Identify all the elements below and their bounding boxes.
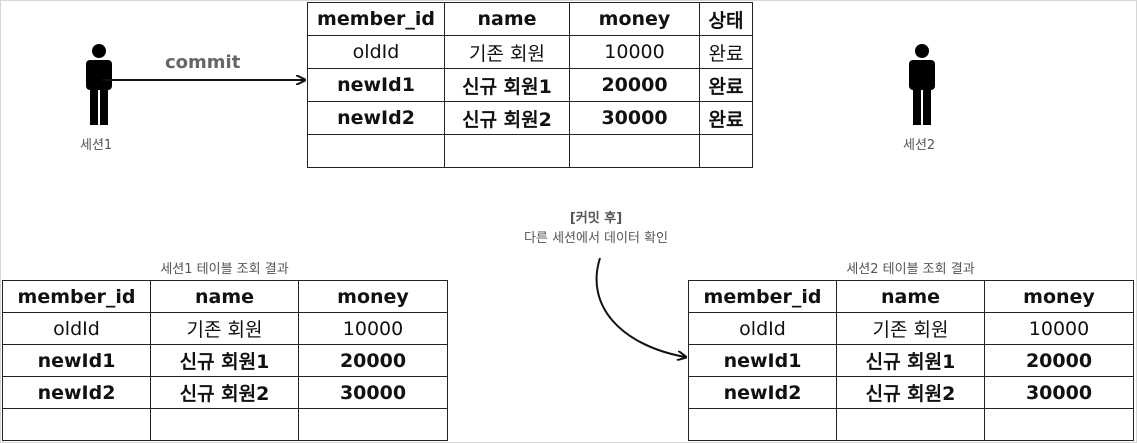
table-cell: 10000 bbox=[298, 312, 448, 345]
column-header: money bbox=[298, 280, 448, 313]
table-cell: 20000 bbox=[984, 344, 1134, 377]
table-cell bbox=[444, 134, 570, 168]
table-cell: newId2 bbox=[688, 376, 837, 409]
table-row: oldId 기존 회원 10000 완료 bbox=[307, 35, 753, 69]
table-cell: 30000 bbox=[984, 376, 1134, 409]
table-cell: 30000 bbox=[569, 101, 700, 135]
table-row bbox=[307, 134, 753, 168]
table-header-row: member_id name money bbox=[2, 280, 448, 313]
table-cell: newId1 bbox=[307, 68, 445, 102]
note-text: 다른 세션에서 데이터 확인 bbox=[524, 231, 668, 246]
table-cell: 기존 회원 bbox=[150, 312, 299, 345]
table-cell: 기존 회원 bbox=[836, 312, 985, 345]
table-row: newId2 신규 회원2 30000 bbox=[688, 376, 1134, 409]
table-cell: 신규 회원2 bbox=[836, 376, 985, 409]
table-cell: 신규 회원1 bbox=[444, 68, 570, 102]
table-cell bbox=[569, 134, 700, 168]
commit-label: commit bbox=[165, 52, 241, 73]
table-row bbox=[688, 408, 1134, 441]
column-header: name bbox=[836, 280, 985, 313]
table-cell bbox=[150, 408, 299, 441]
table-cell bbox=[2, 408, 151, 441]
table-cell: newId2 bbox=[2, 376, 151, 409]
table-row: newId1 신규 회원1 20000 완료 bbox=[307, 68, 753, 102]
column-header: money bbox=[984, 280, 1134, 313]
session2-result-table: member_id name money oldId 기존 회원 10000 n… bbox=[688, 280, 1134, 441]
table-cell bbox=[298, 408, 448, 441]
table-cell bbox=[984, 408, 1134, 441]
table-cell: 기존 회원 bbox=[444, 35, 570, 69]
table-cell: oldId bbox=[688, 312, 837, 345]
session1-result-table: member_id name money oldId 기존 회원 10000 n… bbox=[2, 280, 448, 441]
session1-table-caption: 세션1 테이블 조회 결과 bbox=[160, 262, 289, 277]
table-cell bbox=[836, 408, 985, 441]
table-cell: 신규 회원1 bbox=[836, 344, 985, 377]
table-cell: newId2 bbox=[307, 101, 445, 135]
table-row: newId2 신규 회원2 30000 bbox=[2, 376, 448, 409]
column-header: member_id bbox=[688, 280, 837, 313]
table-header-row: member_id name money bbox=[688, 280, 1134, 313]
table-cell: oldId bbox=[2, 312, 151, 345]
column-header: 상태 bbox=[699, 2, 753, 36]
after-commit-note: [커밋 후] 다른 세션에서 데이터 확인 bbox=[496, 209, 696, 249]
column-header: name bbox=[150, 280, 299, 313]
session1-person-icon bbox=[86, 44, 112, 125]
session2-person-icon bbox=[909, 44, 935, 125]
table-row: newId1 신규 회원1 20000 bbox=[688, 344, 1134, 377]
table-row: oldId 기존 회원 10000 bbox=[688, 312, 1134, 345]
table-cell: 20000 bbox=[569, 68, 700, 102]
table-row: oldId 기존 회원 10000 bbox=[2, 312, 448, 345]
table-header-row: member_id name money 상태 bbox=[307, 2, 753, 36]
table-cell bbox=[307, 134, 445, 168]
session1-label: 세션1 bbox=[80, 138, 113, 153]
note-title: [커밋 후] bbox=[569, 211, 623, 226]
table-cell: 완료 bbox=[699, 35, 753, 69]
table-cell: 20000 bbox=[298, 344, 448, 377]
table-cell: 신규 회원1 bbox=[150, 344, 299, 377]
table-cell: 10000 bbox=[984, 312, 1134, 345]
session2-label: 세션2 bbox=[903, 138, 936, 153]
table-cell: 30000 bbox=[298, 376, 448, 409]
table-cell bbox=[688, 408, 837, 441]
table-cell: 신규 회원2 bbox=[444, 101, 570, 135]
table-cell: 신규 회원2 bbox=[150, 376, 299, 409]
query-arrow bbox=[595, 257, 685, 357]
table-cell: newId1 bbox=[2, 344, 151, 377]
table-cell: newId1 bbox=[688, 344, 837, 377]
column-header: name bbox=[444, 2, 570, 36]
table-row: newId1 신규 회원1 20000 bbox=[2, 344, 448, 377]
table-cell bbox=[699, 134, 753, 168]
main-member-table: member_id name money 상태 oldId 기존 회원 1000… bbox=[307, 2, 753, 168]
session2-table-caption: 세션2 테이블 조회 결과 bbox=[846, 262, 975, 277]
column-header: member_id bbox=[2, 280, 151, 313]
table-row: newId2 신규 회원2 30000 완료 bbox=[307, 101, 753, 135]
table-row bbox=[2, 408, 448, 441]
